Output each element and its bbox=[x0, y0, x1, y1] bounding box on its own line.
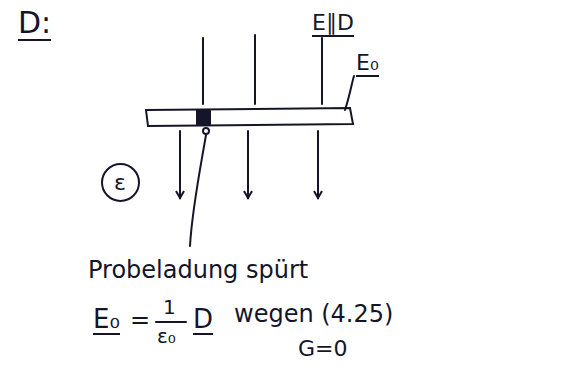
field-arrow bbox=[317, 131, 319, 198]
operator: = bbox=[130, 308, 150, 332]
heading: D: bbox=[18, 8, 51, 41]
field-arrow bbox=[179, 131, 181, 198]
probe-dot bbox=[203, 128, 209, 134]
field-symbol: D bbox=[193, 306, 213, 335]
field-symbol: E₀ bbox=[93, 306, 120, 335]
field-line bbox=[321, 38, 323, 104]
field-symbol: E₀ bbox=[356, 52, 379, 77]
note: Probeladung spürt bbox=[88, 258, 308, 282]
plate bbox=[146, 108, 353, 126]
cavity-edge bbox=[209, 111, 211, 125]
leader-line bbox=[345, 76, 354, 110]
cavity bbox=[196, 110, 210, 125]
denominator: ε₀ bbox=[157, 326, 176, 346]
reference-note: wegen (4.25) bbox=[234, 302, 393, 326]
leader-line bbox=[190, 135, 206, 246]
fraction-bar bbox=[156, 321, 186, 323]
medium-circle: ε bbox=[101, 163, 140, 202]
numerator: 1 bbox=[163, 297, 176, 317]
medium-symbol: ε bbox=[114, 170, 126, 195]
field-line bbox=[254, 35, 256, 104]
field-line bbox=[202, 38, 204, 104]
relation-note: E∥D bbox=[312, 12, 354, 37]
condition-note: G=0 bbox=[298, 338, 347, 360]
field-arrow bbox=[247, 131, 249, 198]
